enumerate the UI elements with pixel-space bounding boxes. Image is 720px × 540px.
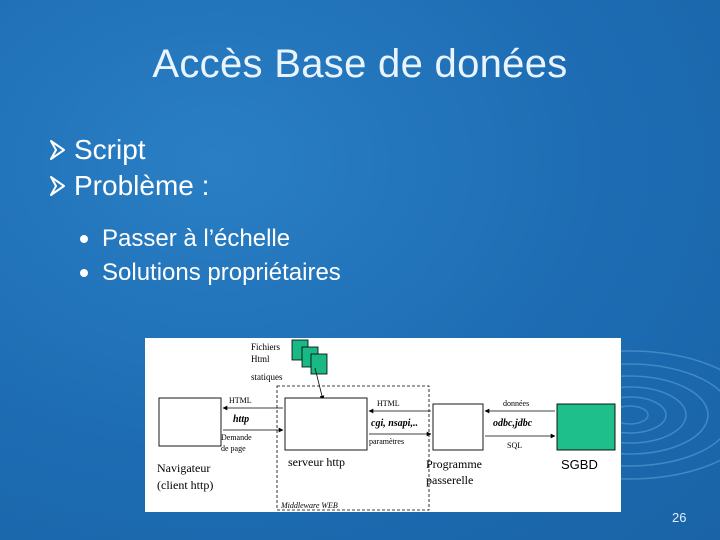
page-number: 26 xyxy=(672,510,687,525)
files-label: Fichiers xyxy=(251,342,280,352)
dot-bullet-icon xyxy=(80,235,88,243)
bullet-label: Problème : xyxy=(74,170,210,201)
cgi-label: cgi, nsapi,.. xyxy=(371,418,418,429)
database-box xyxy=(556,403,616,451)
bullet-label: Script xyxy=(74,134,146,165)
sub-bullet-label: Passer à l’échelle xyxy=(102,225,291,252)
sub-bullet-scaling: Passer à l’échelle xyxy=(80,222,341,256)
request-label: de page xyxy=(221,444,246,453)
request-label: Demande xyxy=(221,433,252,442)
browser-label: (client http) xyxy=(157,478,213,492)
files-label: Html xyxy=(251,354,270,364)
sub-bullet-label: Solutions propriétaires xyxy=(102,259,341,286)
dot-bullet-icon xyxy=(80,269,88,277)
middleware-label: Middleware WEB xyxy=(280,501,338,510)
files-label: statiques xyxy=(251,372,283,382)
odbc-label: odbc,jdbc xyxy=(493,418,533,429)
bullet-list: Script Problème : xyxy=(48,132,209,204)
sub-bullet-proprietary: Solutions propriétaires xyxy=(80,256,341,290)
static-files-icon xyxy=(291,339,328,375)
html-label: HTML xyxy=(377,399,400,408)
html-label: HTML xyxy=(229,396,252,405)
database-label: SGBD xyxy=(561,457,598,472)
arrow-bullet-icon xyxy=(50,176,65,196)
diagram-canvas: Fichiers Html statiques Middleware WEB N… xyxy=(157,339,616,511)
sub-bullet-list: Passer à l’échelle Solutions propriétair… xyxy=(80,222,341,290)
gateway-label: Programme xyxy=(426,457,482,471)
params-label: paramètres xyxy=(369,437,404,446)
arrow-bullet-icon xyxy=(50,140,65,160)
middleware-zone xyxy=(276,385,430,511)
bullet-script: Script xyxy=(48,132,209,168)
gateway-box xyxy=(432,403,484,451)
gateway-label: passerelle xyxy=(426,473,473,487)
server-box xyxy=(284,397,368,451)
bullet-probleme: Problème : xyxy=(48,168,209,204)
browser-label: Navigateur xyxy=(157,461,210,475)
architecture-diagram: Fichiers Html statiques Middleware WEB N… xyxy=(145,338,621,512)
slide-title: Accès Base de donées xyxy=(152,42,568,86)
http-label: http xyxy=(233,414,249,425)
data-label: données xyxy=(503,399,529,408)
browser-box xyxy=(158,397,222,447)
sql-label: SQL xyxy=(507,441,522,450)
server-label: serveur http xyxy=(288,455,345,469)
